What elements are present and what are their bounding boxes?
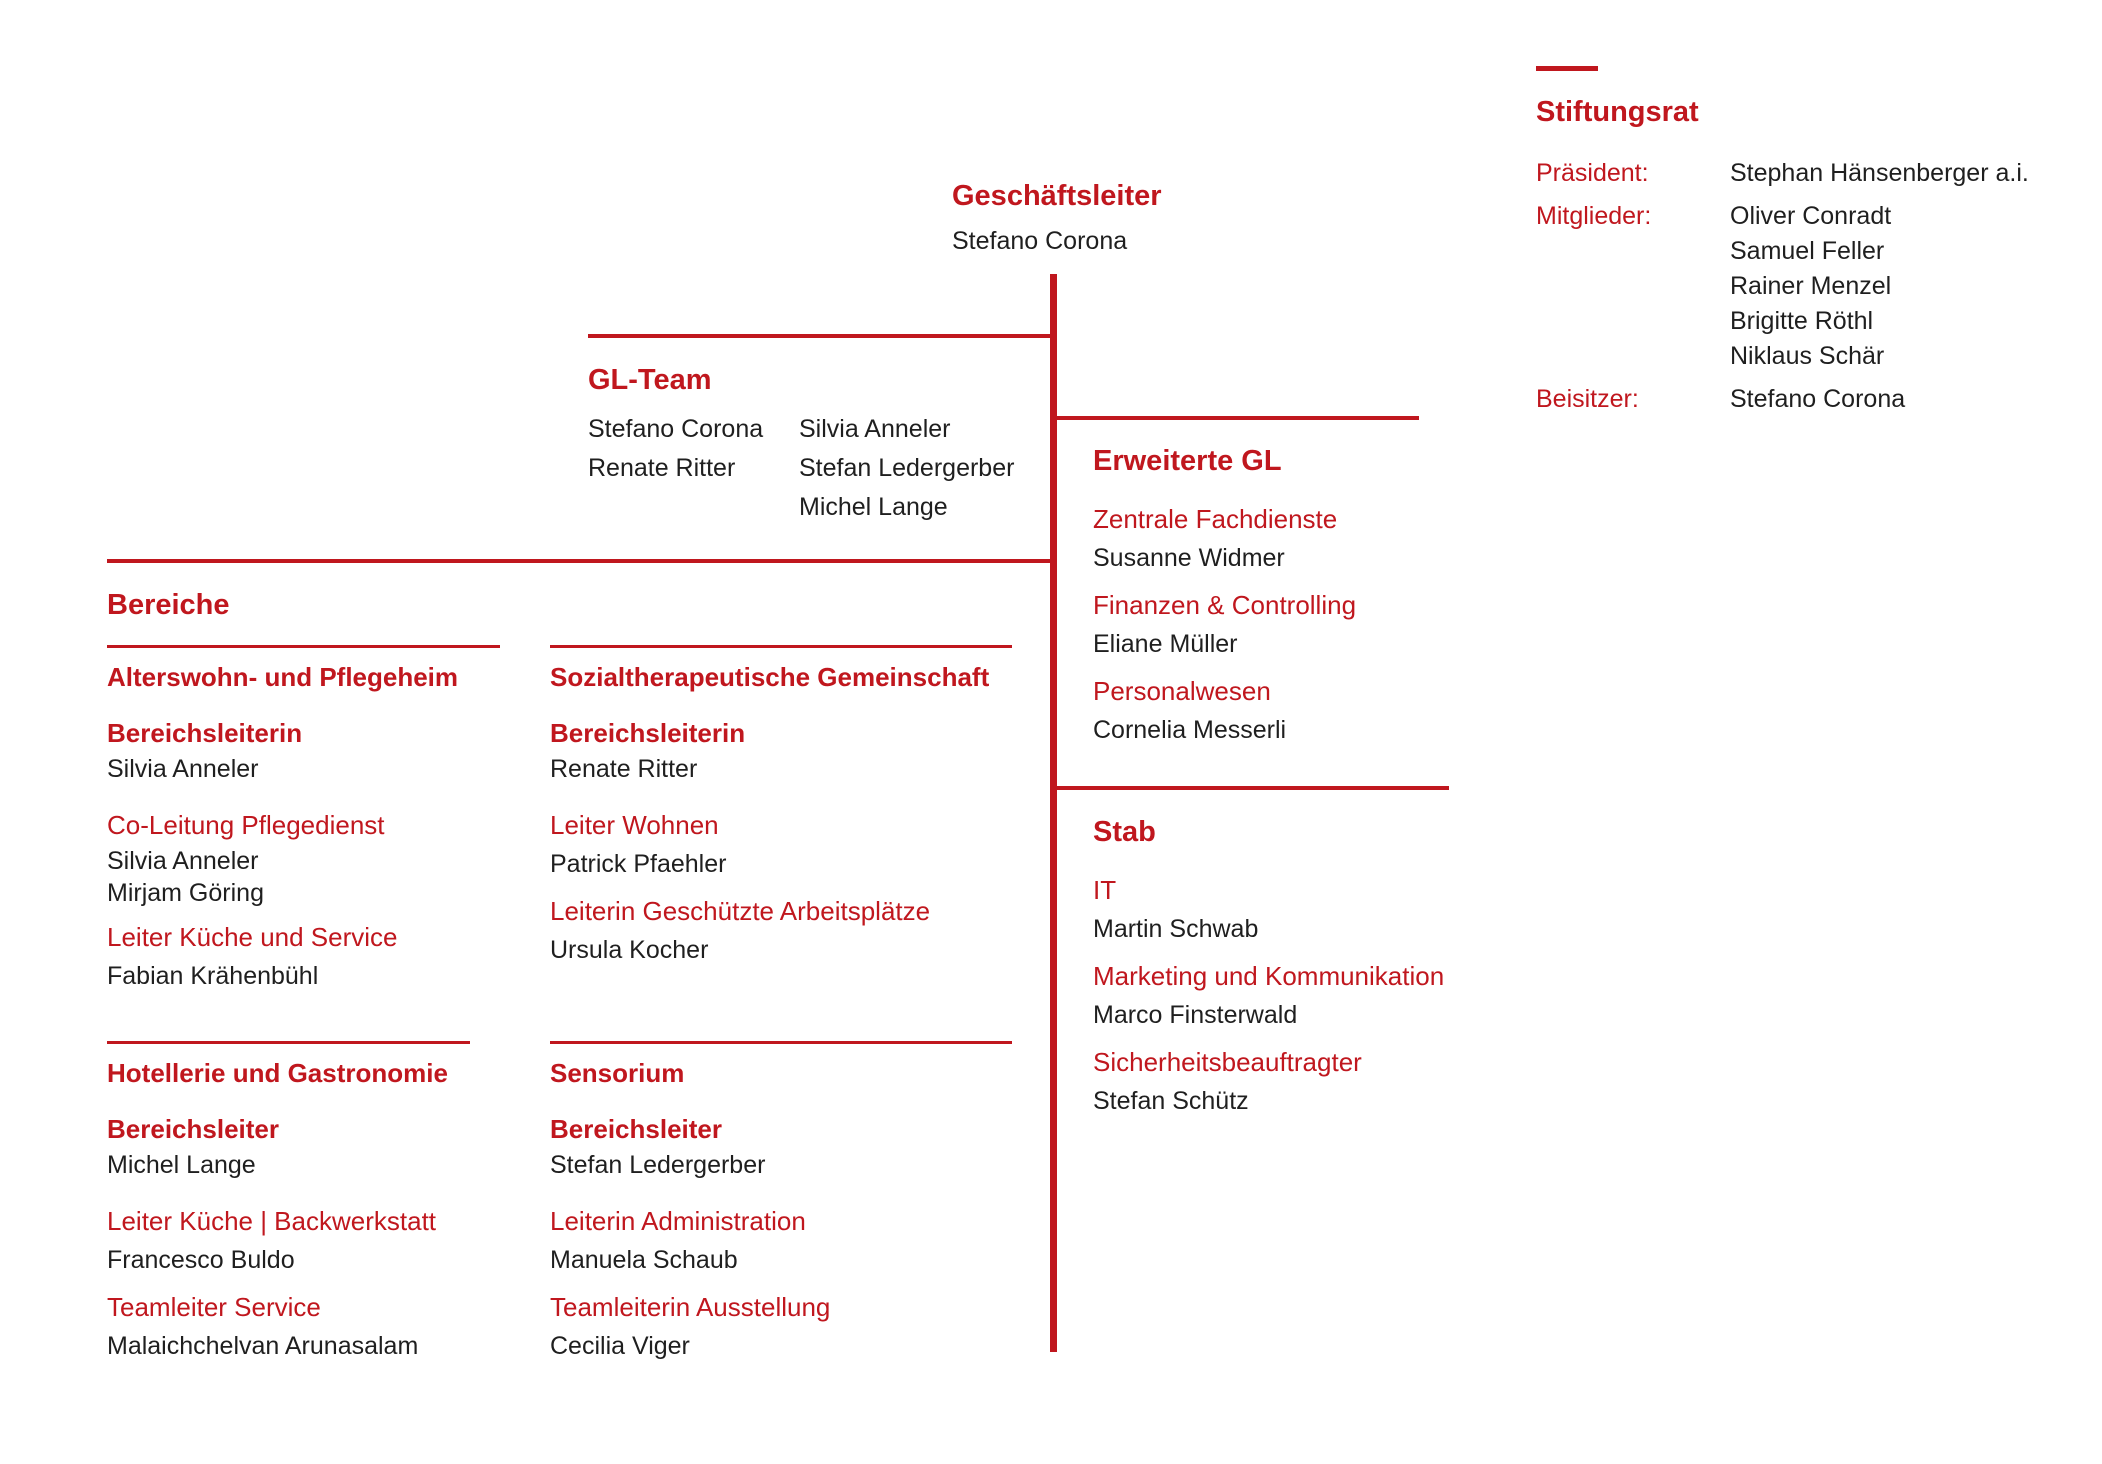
sensorium-name: Stefan Ledergerber xyxy=(550,1151,766,1179)
hotellerie-role: Teamleiter Service xyxy=(107,1292,321,1322)
sensorium-title: Sensorium xyxy=(550,1058,685,1088)
erweiterte-gl-list: Zentrale Fachdienste Susanne Widmer Fina… xyxy=(1093,499,1356,749)
bereiche-title: Bereiche xyxy=(107,589,230,621)
hotellerie-name: Francesco Buldo xyxy=(107,1246,295,1274)
sozial-role: Bereichsleiterin xyxy=(550,718,746,748)
mitglied-name: Rainer Menzel xyxy=(1730,272,1892,300)
beisitzer-label: Beisitzer: xyxy=(1536,385,1639,413)
gl-team-member: Renate Ritter xyxy=(588,454,736,482)
alterswohn-role: Bereichsleiterin xyxy=(107,718,303,748)
gl-team-member: Silvia Anneler xyxy=(799,415,951,443)
sensorium-name: Manuela Schaub xyxy=(550,1246,738,1274)
sensorium-divider xyxy=(550,1041,1012,1044)
gl-team-member: Stefan Ledergerber xyxy=(799,454,1015,482)
stab-name: Stefan Schütz xyxy=(1093,1087,1249,1115)
sozial-role: Leiter Wohnen xyxy=(550,810,719,840)
sozial-divider xyxy=(550,645,1012,648)
hotellerie-name: Michel Lange xyxy=(107,1151,256,1179)
geschaeftsleiter-title: Geschäftsleiter xyxy=(952,180,1162,212)
erweiterte-gl-name: Eliane Müller xyxy=(1093,630,1238,658)
sensorium-name: Cecilia Viger xyxy=(550,1332,690,1360)
sensorium-role: Bereichsleiter xyxy=(550,1114,722,1144)
hotellerie-role: Bereichsleiter xyxy=(107,1114,279,1144)
praesident-label: Präsident: xyxy=(1536,159,1649,187)
gl-team-col1: Stefano Corona Renate Ritter xyxy=(588,410,763,488)
hotellerie-divider xyxy=(107,1041,470,1044)
stiftungsrat-title: Stiftungsrat xyxy=(1536,96,1699,128)
stab-role: IT xyxy=(1093,875,1117,905)
praesident-name: Stephan Hänsenberger a.i. xyxy=(1730,159,2029,187)
sozial-name: Ursula Kocher xyxy=(550,936,709,964)
stab-name: Martin Schwab xyxy=(1093,915,1259,943)
erweiterte-gl-connector-line xyxy=(1053,416,1419,420)
stab-connector-line xyxy=(1053,786,1449,790)
sozial-name: Renate Ritter xyxy=(550,755,698,783)
hotellerie-list: Bereichsleiter Michel Lange Leiter Küche… xyxy=(107,1109,436,1365)
sensorium-list: Bereichsleiter Stefan Ledergerber Leiter… xyxy=(550,1109,830,1365)
mitglied-name: Niklaus Schär xyxy=(1730,342,1885,370)
geschaeftsleiter-name: Stefano Corona xyxy=(952,227,1128,255)
alterswohn-name: Silvia Anneler xyxy=(107,847,259,875)
gl-team-member: Michel Lange xyxy=(799,493,948,521)
stab-title: Stab xyxy=(1093,816,1156,848)
alterswohn-divider xyxy=(107,645,500,648)
sozial-list: Bereichsleiterin Renate Ritter Leiter Wo… xyxy=(550,713,930,969)
alterswohn-name: Silvia Anneler xyxy=(107,755,259,783)
beisitzer-name: Stefano Corona xyxy=(1730,385,1906,413)
erweiterte-gl-role: Zentrale Fachdienste xyxy=(1093,504,1338,534)
mitglieder-label: Mitglieder: xyxy=(1536,202,1652,230)
gl-team-member: Stefano Corona xyxy=(588,415,764,443)
mitglied-name: Samuel Feller xyxy=(1730,237,1885,265)
sensorium-role: Teamleiterin Ausstellung xyxy=(550,1292,831,1322)
stiftungsrat-table: Präsident: Stephan Hänsenberger a.i. Mit… xyxy=(1536,156,2029,417)
sozial-title: Sozialtherapeutische Gemeinschaft xyxy=(550,662,990,692)
hotellerie-role: Leiter Küche | Backwerkstatt xyxy=(107,1206,437,1236)
alterswohn-name: Mirjam Göring xyxy=(107,879,264,907)
erweiterte-gl-title: Erweiterte GL xyxy=(1093,445,1282,477)
bereiche-connector-line xyxy=(107,559,1053,563)
stiftungsrat-accent-line xyxy=(1536,66,1598,71)
main-vertical-line xyxy=(1050,274,1057,1352)
hotellerie-name: Malaichchelvan Arunasalam xyxy=(107,1332,419,1360)
stab-role: Sicherheitsbeauftragter xyxy=(1093,1047,1362,1077)
alterswohn-title: Alterswohn- und Pflegeheim xyxy=(107,662,459,692)
hotellerie-title: Hotellerie und Gastronomie xyxy=(107,1058,448,1088)
erweiterte-gl-name: Susanne Widmer xyxy=(1093,544,1285,572)
alterswohn-role: Leiter Küche und Service xyxy=(107,922,398,952)
stab-role: Marketing und Kommunikation xyxy=(1093,961,1445,991)
erweiterte-gl-name: Cornelia Messerli xyxy=(1093,716,1287,744)
erweiterte-gl-role: Finanzen & Controlling xyxy=(1093,590,1357,620)
gl-team-title: GL-Team xyxy=(588,364,712,396)
stab-list: IT Martin Schwab Marketing und Kommunika… xyxy=(1093,870,1444,1120)
sozial-name: Patrick Pfaehler xyxy=(550,850,727,878)
gl-team-connector-line xyxy=(588,334,1053,338)
sozial-role: Leiterin Geschützte Arbeitsplätze xyxy=(550,896,931,926)
stab-name: Marco Finsterwald xyxy=(1093,1001,1298,1029)
alterswohn-role: Co-Leitung Pflegedienst xyxy=(107,810,385,840)
gl-team-col2: Silvia Anneler Stefan Ledergerber Michel… xyxy=(799,410,1014,527)
erweiterte-gl-role: Personalwesen xyxy=(1093,676,1271,706)
mitglied-name: Oliver Conradt xyxy=(1730,202,1892,230)
mitglied-name: Brigitte Röthl xyxy=(1730,307,1874,335)
sensorium-role: Leiterin Administration xyxy=(550,1206,806,1236)
alterswohn-list: Bereichsleiterin Silvia Anneler Co-Leitu… xyxy=(107,713,398,995)
alterswohn-name: Fabian Krähenbühl xyxy=(107,962,319,990)
